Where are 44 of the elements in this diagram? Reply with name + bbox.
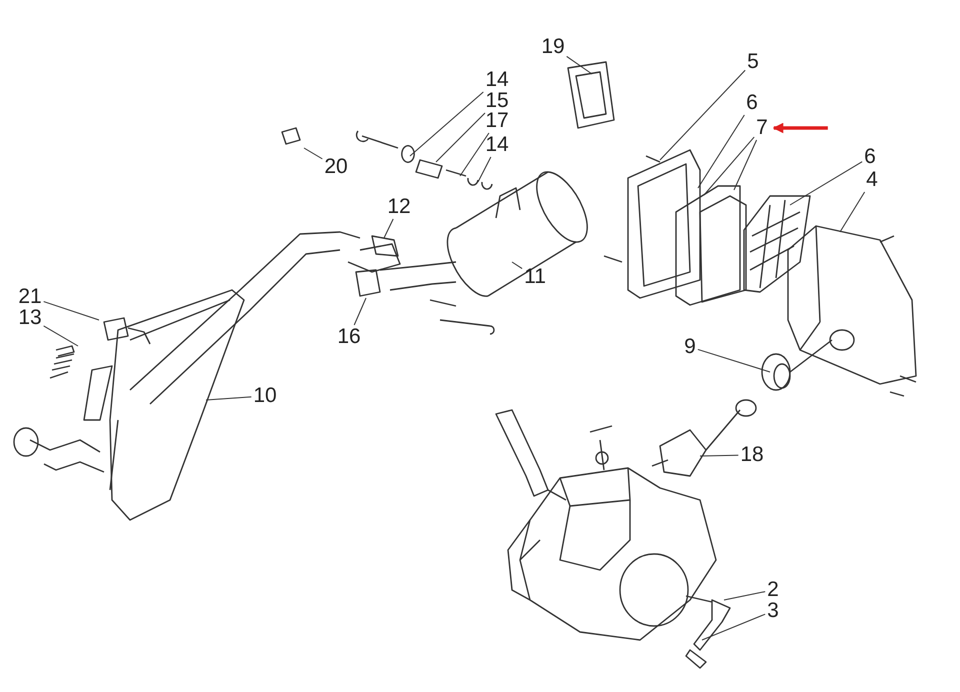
leader-line xyxy=(790,161,863,206)
leader-line xyxy=(460,132,490,176)
callout-number: 12 xyxy=(387,196,411,218)
callout-number: 11 xyxy=(524,266,546,288)
leader-line xyxy=(697,348,770,372)
callout-number: 7 xyxy=(756,117,768,139)
leader-line xyxy=(43,325,78,346)
arrow xyxy=(772,122,828,134)
callout-number: 4 xyxy=(866,169,878,191)
callout-number: 13 xyxy=(18,307,42,329)
leader-line xyxy=(436,112,486,162)
callout-number: 5 xyxy=(747,51,759,73)
leader-line xyxy=(566,56,592,74)
callout-number: 15 xyxy=(485,90,509,112)
callout-number: 6 xyxy=(746,92,758,114)
callout-number: 9 xyxy=(684,336,696,358)
callout-number: 10 xyxy=(253,385,277,407)
callout-number: 19 xyxy=(541,36,565,58)
callout-number: 20 xyxy=(324,156,348,178)
callout-number: 16 xyxy=(337,326,361,348)
leader-line xyxy=(704,136,755,196)
callout-number: 18 xyxy=(740,444,764,466)
leader-line xyxy=(724,591,766,600)
leader-line xyxy=(734,140,758,190)
leader-line xyxy=(304,148,323,160)
leader-line xyxy=(512,262,523,270)
leader-line xyxy=(206,396,252,400)
leader-line xyxy=(43,301,100,320)
leader-line xyxy=(660,70,746,160)
callout-number: 14 xyxy=(485,69,509,91)
leader-line xyxy=(354,298,366,326)
callout-number: 14 xyxy=(485,134,509,156)
callout-number: 6 xyxy=(864,146,876,168)
leader-line xyxy=(384,218,394,238)
leader-line xyxy=(698,114,745,188)
callout-number: 21 xyxy=(18,286,42,308)
leader-line xyxy=(700,454,739,456)
callout-number: 17 xyxy=(485,110,509,132)
leader-line xyxy=(702,614,766,640)
leader-line xyxy=(410,91,484,156)
leader-line xyxy=(478,156,492,182)
callout-number: 3 xyxy=(767,600,779,622)
callout-number: 2 xyxy=(767,579,779,601)
leader-line xyxy=(840,192,866,232)
